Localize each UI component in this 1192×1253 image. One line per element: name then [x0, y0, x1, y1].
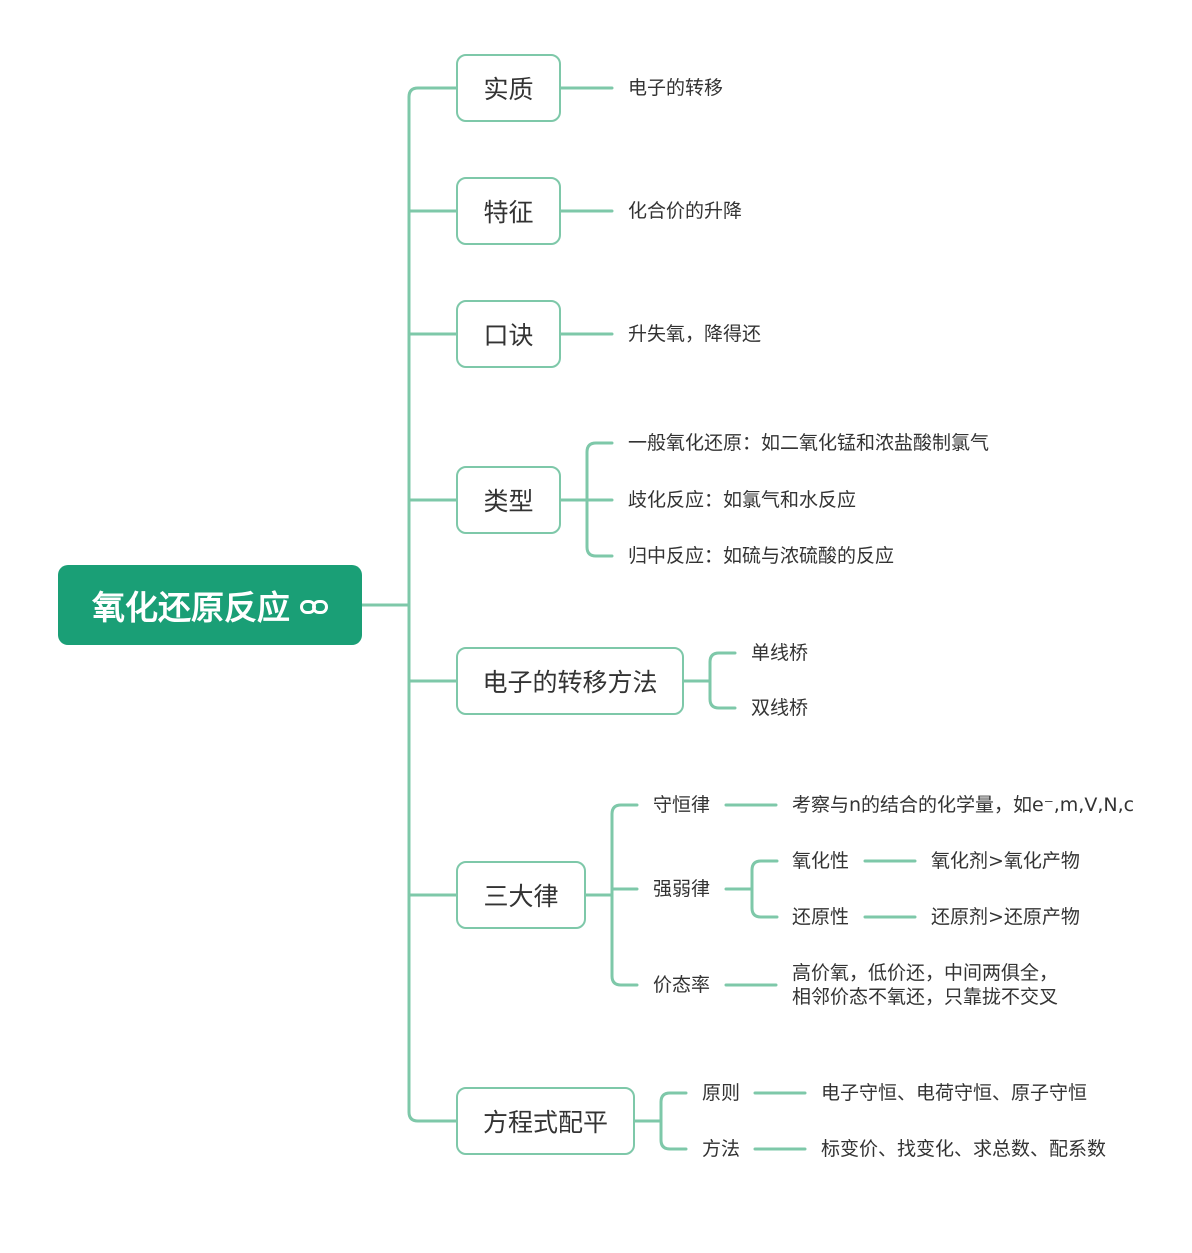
leaf-text[interactable]: 归中反应：如硫与浓硫酸的反应: [628, 545, 895, 567]
leaf-text[interactable]: 氧化剂>氧化产物: [931, 850, 1080, 872]
branch-label: 三大律: [483, 882, 559, 911]
connector-trunk-lower: [407, 603, 458, 1123]
sub-topic[interactable]: 守恒律: [653, 794, 711, 816]
leaf-text[interactable]: 高价氧，低价还，中间两俱全， 相邻价态不氧还，只靠拢不交叉: [792, 962, 1059, 1008]
connector-trunk: [407, 86, 458, 607]
leaf-text[interactable]: 单线桥: [751, 642, 809, 664]
sub-topic[interactable]: 原则: [702, 1082, 741, 1104]
sub-topic[interactable]: 价态率: [653, 974, 711, 996]
sub-topic[interactable]: 强弱律: [653, 878, 711, 900]
leaf-text[interactable]: 一般氧化还原：如二氧化锰和浓盐酸制氯气: [628, 432, 990, 454]
branch-node-mnemonic[interactable]: 口诀: [456, 300, 561, 368]
branch-label: 口诀: [483, 321, 534, 350]
branch-node-three-laws[interactable]: 三大律: [456, 861, 586, 929]
branch-node-balancing[interactable]: 方程式配平: [456, 1087, 635, 1155]
leaf-text[interactable]: 歧化反应：如氯气和水反应: [628, 489, 857, 511]
leaf-text[interactable]: 升失氧，降得还: [628, 323, 762, 345]
leaf-text[interactable]: 考察与n的结合的化学量，如e⁻,m,V,N,c: [792, 794, 1135, 816]
sub-topic[interactable]: 还原性: [792, 906, 850, 928]
branch-node-essence[interactable]: 实质: [456, 54, 561, 122]
leaf-text[interactable]: 标变价、找变化、求总数、配系数: [821, 1138, 1107, 1160]
branch-node-feature[interactable]: 特征: [456, 177, 561, 245]
leaf-text[interactable]: 电子守恒、电荷守恒、原子守恒: [821, 1082, 1088, 1104]
branch-node-electron-transfer[interactable]: 电子的转移方法: [456, 647, 684, 715]
link-icon[interactable]: [300, 600, 328, 614]
branch-label: 电子的转移方法: [482, 668, 658, 697]
leaf-text[interactable]: 电子的转移: [628, 77, 724, 99]
branch-label: 实质: [483, 75, 534, 104]
leaf-text[interactable]: 还原剂>还原产物: [931, 906, 1080, 928]
root-topic[interactable]: 氧化还原反应: [58, 565, 362, 645]
branch-label: 方程式配平: [482, 1108, 608, 1137]
sub-topic[interactable]: 氧化性: [792, 850, 850, 872]
leaf-text[interactable]: 双线桥: [751, 697, 809, 719]
branch-node-types[interactable]: 类型: [456, 466, 561, 534]
root-title: 氧化还原反应: [92, 588, 290, 627]
leaf-text[interactable]: 化合价的升降: [628, 200, 743, 222]
branch-label: 类型: [483, 487, 534, 516]
sub-topic[interactable]: 方法: [702, 1138, 741, 1160]
branch-label: 特征: [483, 198, 534, 227]
